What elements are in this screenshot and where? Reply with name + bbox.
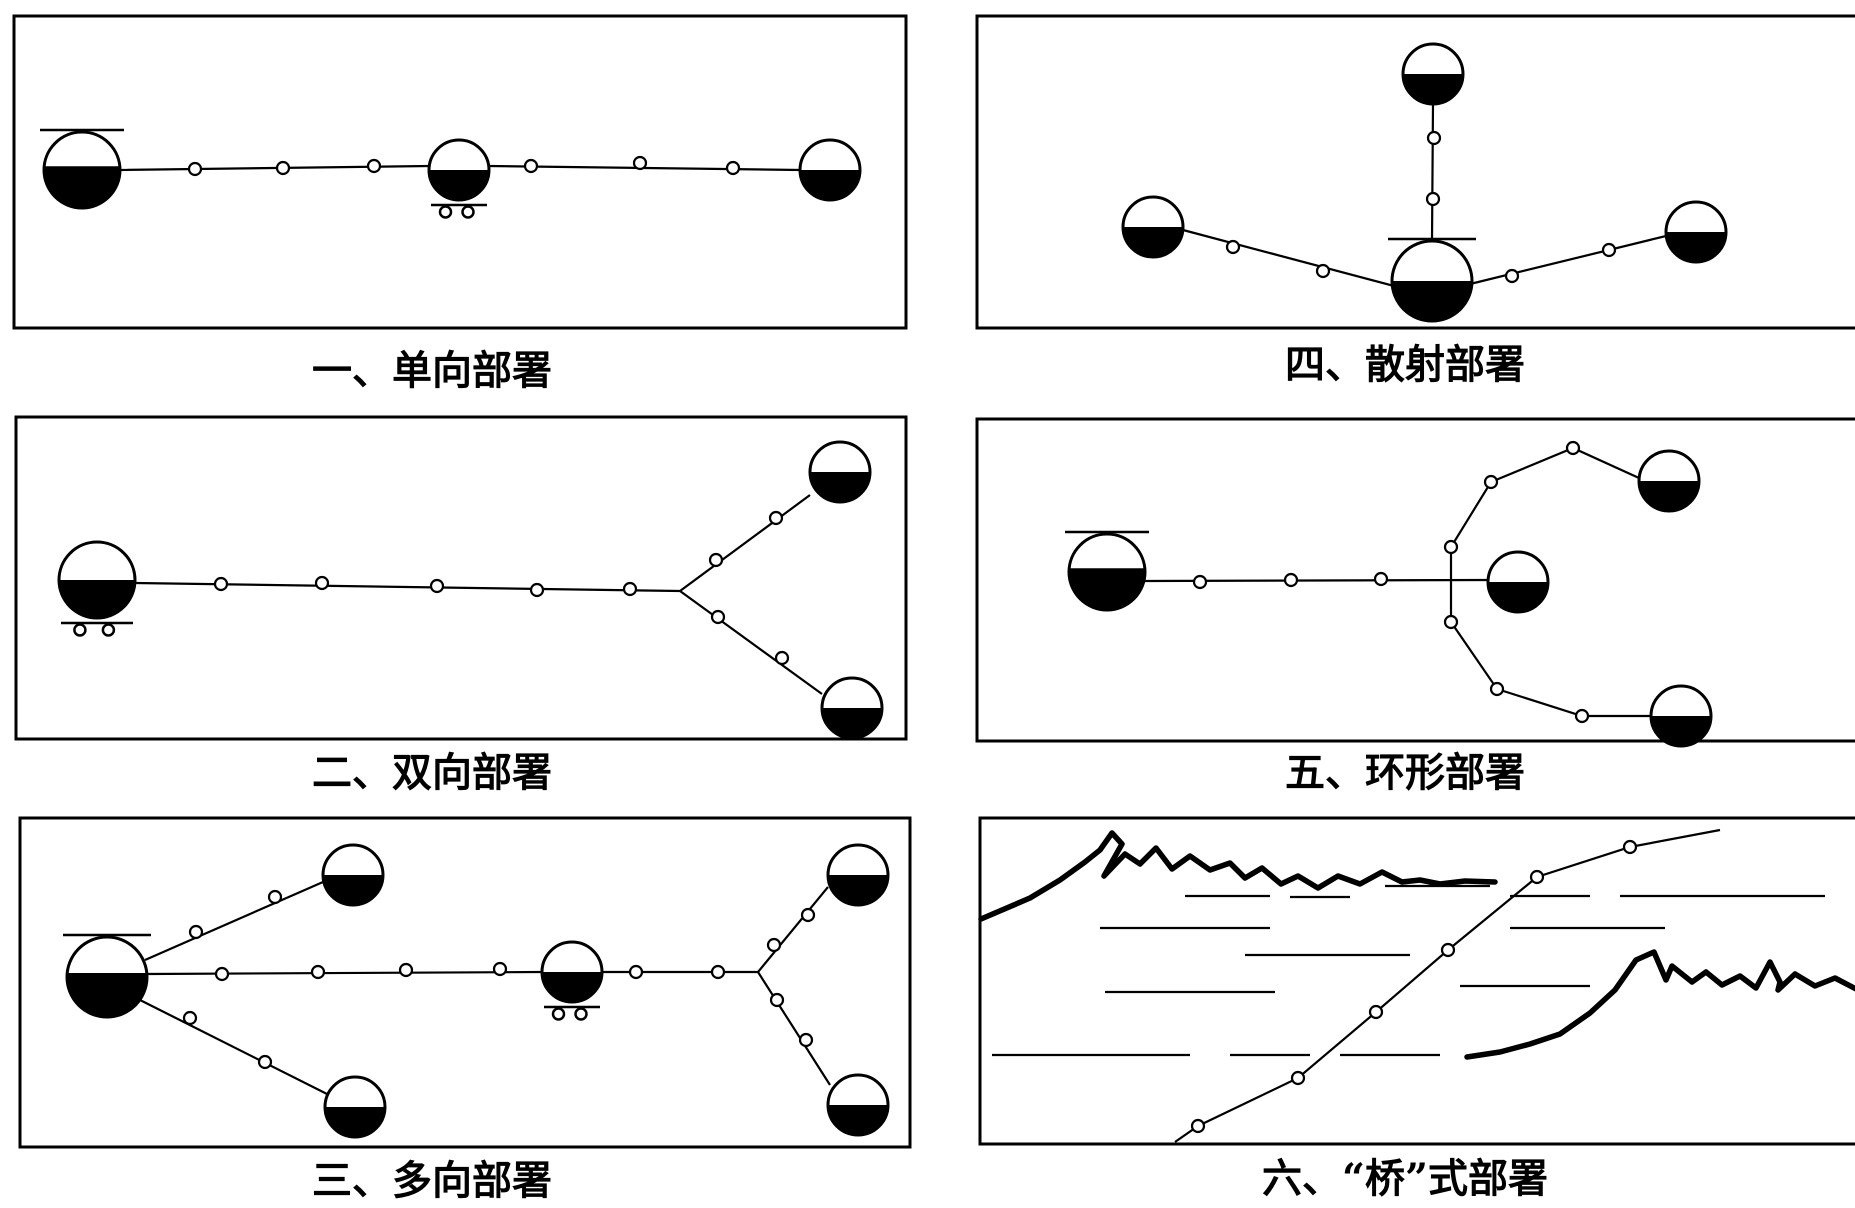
relay-post [1601, 242, 1617, 258]
relay-post [628, 964, 644, 980]
panel-bridge: 六、“桥”式部署 [978, 816, 1855, 1202]
relay-post [1504, 268, 1520, 284]
caption-bridge: 六、“桥”式部署 [1262, 1155, 1548, 1202]
relay-posts [182, 889, 816, 1070]
relay-posts [1190, 839, 1638, 1134]
relay-post [1225, 239, 1241, 255]
relay-post [1283, 572, 1299, 588]
relay-post [1529, 869, 1545, 885]
relay-post [398, 962, 414, 978]
end-node-lower-right [826, 1073, 890, 1137]
route-line [1174, 828, 1721, 1143]
panel-ring: 五、环形部署 [975, 417, 1855, 796]
relay-post [708, 552, 724, 568]
end-node-lower [1649, 684, 1713, 748]
panel-frame [18, 816, 912, 1149]
relay-post [1192, 574, 1208, 590]
end-node-upper-left [321, 843, 385, 907]
end-node-right [1664, 200, 1728, 264]
mobile-node [427, 138, 491, 219]
relay-post [766, 937, 782, 953]
relay-post [768, 510, 784, 526]
panel-multi-way: 三、多向部署 [18, 816, 912, 1204]
relay-post [187, 161, 203, 177]
caption-ring: 五、环形部署 [1285, 749, 1525, 796]
relay-posts [213, 510, 790, 666]
route-line [1182, 103, 1667, 289]
panel-scatter: 四、散射部署 [975, 14, 1855, 388]
relay-post [188, 924, 204, 940]
panel-frame [978, 816, 1855, 1146]
water-lines [992, 884, 1825, 1057]
relay-posts [1225, 130, 1617, 284]
hub-node-large [63, 933, 151, 1019]
relay-post [267, 889, 283, 905]
mobile-node [540, 940, 604, 1021]
end-node [798, 138, 862, 202]
relay-post [429, 578, 445, 594]
relay-post [798, 1032, 814, 1048]
relay-posts [1192, 440, 1590, 724]
caption-two-way: 二、双向部署 [312, 749, 552, 796]
relay-post [622, 581, 638, 597]
relay-post [1426, 130, 1442, 146]
hub-node-large [40, 128, 124, 210]
hub-node-large [1065, 530, 1149, 612]
mobile-hub-node [57, 540, 137, 637]
panel-two-way: 二、双向部署 [14, 415, 908, 796]
relay-post [213, 576, 229, 592]
relay-post [257, 1054, 273, 1070]
relay-post [710, 609, 726, 625]
end-node-left [1121, 195, 1185, 259]
route-line [139, 880, 831, 1095]
end-node-center [1486, 550, 1550, 614]
panel-one-way: 一、单向部署 [12, 14, 908, 394]
relay-post [310, 964, 326, 980]
relay-post [800, 907, 816, 923]
relay-post [1565, 440, 1581, 456]
relay-posts [187, 155, 741, 177]
relay-post [1440, 942, 1456, 958]
relay-post [1290, 1070, 1306, 1086]
relay-post [1443, 539, 1459, 555]
relay-post [710, 964, 726, 980]
end-node-lower [820, 676, 884, 740]
relay-post [529, 582, 545, 598]
relay-post [1574, 708, 1590, 724]
relay-post [1443, 614, 1459, 630]
relay-post [769, 992, 785, 1008]
hub-node-large [1388, 237, 1476, 323]
relay-post [1489, 681, 1505, 697]
relay-post [523, 158, 539, 174]
end-node-top [1401, 42, 1465, 106]
relay-post [1483, 474, 1499, 490]
relay-post [492, 961, 508, 977]
relay-post [1373, 571, 1389, 587]
relay-post [182, 1010, 198, 1026]
end-node-lower-left [323, 1075, 387, 1139]
end-node-upper [808, 440, 872, 504]
relay-post [1425, 191, 1441, 207]
end-node-upper [1637, 449, 1701, 513]
panel-frame [14, 415, 908, 741]
relay-post [314, 575, 330, 591]
relay-post [1315, 263, 1331, 279]
relay-post [366, 158, 382, 174]
relay-post [632, 155, 648, 171]
mountain-lower-right [1464, 949, 1855, 1060]
relay-post [1622, 839, 1638, 855]
relay-post [214, 966, 230, 982]
relay-post [275, 160, 291, 176]
relay-post [1368, 1004, 1384, 1020]
caption-one-way: 一、单向部署 [312, 347, 552, 394]
relay-post [725, 160, 741, 176]
caption-multi-way: 三、多向部署 [312, 1157, 552, 1204]
caption-scatter: 四、散射部署 [1285, 341, 1525, 388]
relay-post [774, 650, 790, 666]
end-node-upper-right [826, 843, 890, 907]
relay-post [1190, 1118, 1206, 1134]
mountain-upper-left [978, 830, 1498, 922]
